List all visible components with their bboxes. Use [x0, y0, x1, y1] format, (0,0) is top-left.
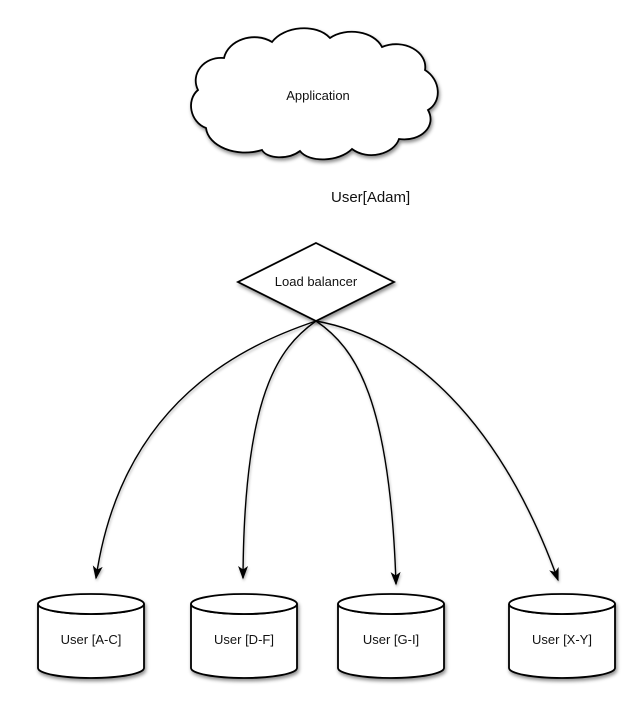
application-label: Application	[286, 88, 350, 103]
edge-lb-to-shard-4	[315, 320, 559, 582]
shard-4-label: User [X-Y]	[532, 632, 592, 647]
shard-cylinder-1: User [A-C]	[37, 593, 145, 679]
shard-2-label: User [D-F]	[214, 632, 274, 647]
load-balancer-label: Load balancer	[275, 274, 358, 289]
edge-lb-to-shard-3	[315, 320, 401, 586]
edge-app-to-lb-label: User[Adam]	[331, 189, 410, 206]
edge-lb-to-shard-1	[92, 320, 317, 580]
diamond-shape	[235, 241, 397, 323]
shard-cylinder-3: User [G-I]	[337, 593, 445, 679]
load-balancer-node: Load balancer	[235, 241, 397, 323]
application-node: Application	[190, 27, 439, 161]
shard-cylinder-2: User [D-F]	[190, 593, 298, 679]
shard-1-label: User [A-C]	[61, 632, 122, 647]
edge-lb-to-shard-2	[238, 320, 317, 580]
shard-3-label: User [G-I]	[363, 632, 419, 647]
cloud-shape	[190, 27, 439, 161]
shard-cylinder-4: User [X-Y]	[508, 593, 616, 679]
